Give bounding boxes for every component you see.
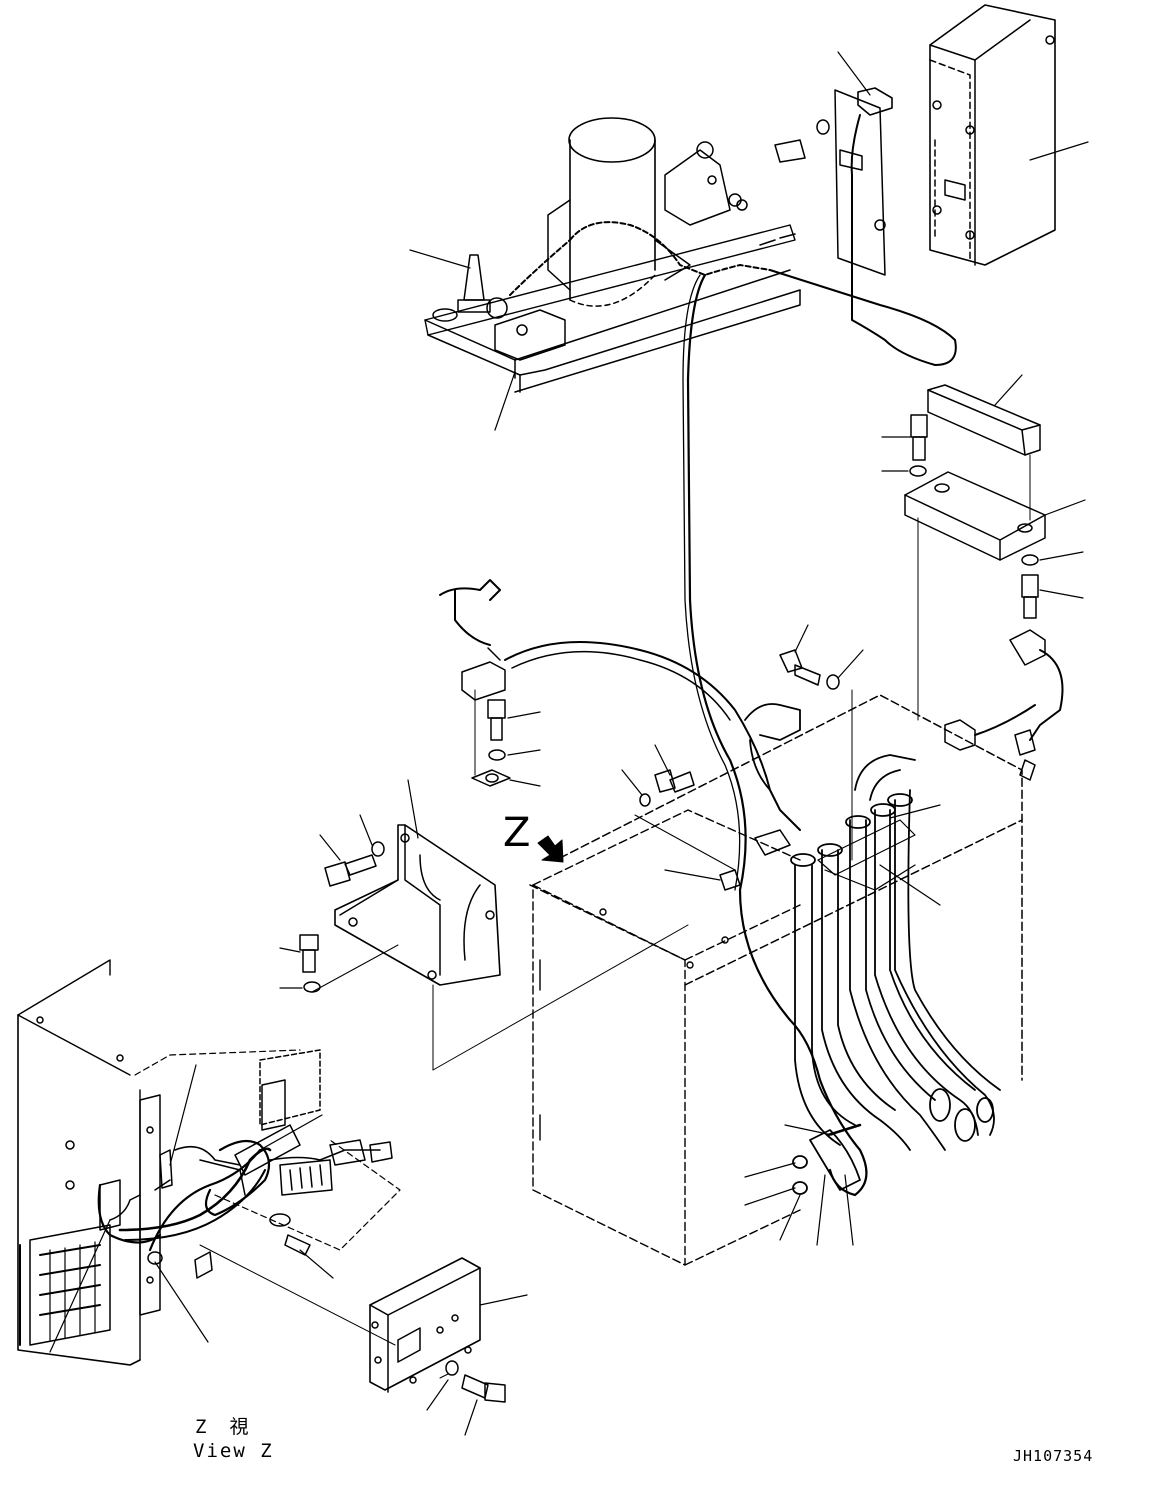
drawing-number: JH107354	[1013, 1447, 1094, 1465]
view-z-marker-letter: Z	[503, 810, 531, 856]
view-z-japanese-label: Z 視	[195, 1416, 251, 1438]
cab-cover	[929, 4, 1056, 266]
leader-lines-top	[409, 51, 1089, 431]
hardware-bolts-right	[909, 414, 1039, 619]
hardware-bottom	[439, 1360, 506, 1403]
hose-bundle	[790, 754, 1001, 1195]
connector-bracket	[769, 87, 957, 366]
electrical-box	[532, 809, 801, 1266]
mounting-plate	[904, 454, 1046, 721]
hardware-middle	[299, 649, 853, 993]
view-z-arrow	[537, 835, 564, 863]
column-base-plate	[424, 117, 801, 393]
leader-lines-right	[881, 374, 1086, 599]
view-z-english-label: View Z	[193, 1440, 274, 1462]
wiring-harness	[509, 221, 868, 1197]
leader-lines-middle	[279, 624, 941, 1246]
valve-block	[529, 694, 1023, 1081]
view-z-cabinet	[17, 959, 401, 1366]
leader-lines-bottom	[49, 1064, 528, 1436]
spacer-block	[927, 384, 1041, 456]
controller-box	[199, 1244, 481, 1393]
harness-connectors	[439, 579, 1064, 856]
controller-bracket	[334, 824, 689, 1071]
